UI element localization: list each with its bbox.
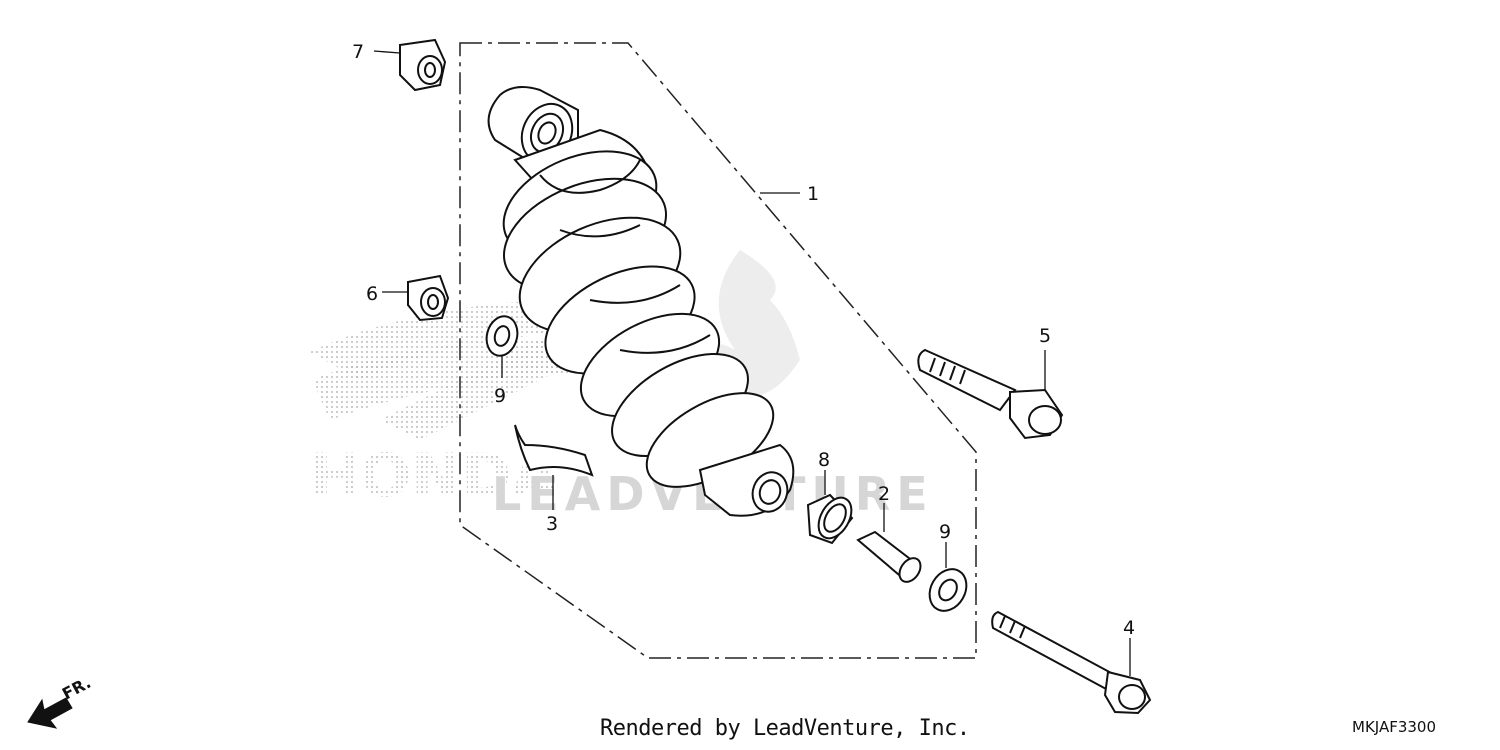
- callout-part-7: 7: [352, 41, 364, 63]
- callout-part-9-right: 9: [939, 521, 951, 543]
- label-3: [514, 424, 594, 477]
- render-credit: Rendered by LeadVenture, Inc.: [600, 716, 970, 741]
- bolt-4: [991, 610, 1152, 715]
- bushing-8: [806, 493, 854, 545]
- flange-nut-7: [399, 38, 447, 92]
- callout-part-2: 2: [878, 483, 890, 505]
- collar-2: [856, 530, 922, 583]
- callout-part-5: 5: [1039, 325, 1051, 347]
- shock-absorber: [487, 85, 795, 517]
- svg-text:HONDA: HONDA: [310, 441, 558, 511]
- callout-part-8: 8: [818, 449, 830, 471]
- leader-lines: [373, 50, 1131, 676]
- callout-part-6: 6: [366, 283, 378, 305]
- callout-part-3: 3: [546, 513, 558, 535]
- washer-9-left: [485, 315, 519, 357]
- flange-nut-6: [407, 274, 450, 322]
- bolt-5: [917, 348, 1064, 440]
- front-direction-arrow-icon: FR.: [27, 673, 94, 729]
- callout-part-1: 1: [807, 183, 819, 205]
- assembly-boundary: [459, 42, 977, 659]
- callout-part-9-left: 9: [494, 385, 506, 407]
- diagram-code: MKJAF3300: [1352, 718, 1437, 736]
- callout-part-4: 4: [1123, 617, 1135, 639]
- washer-9-right: [928, 568, 968, 612]
